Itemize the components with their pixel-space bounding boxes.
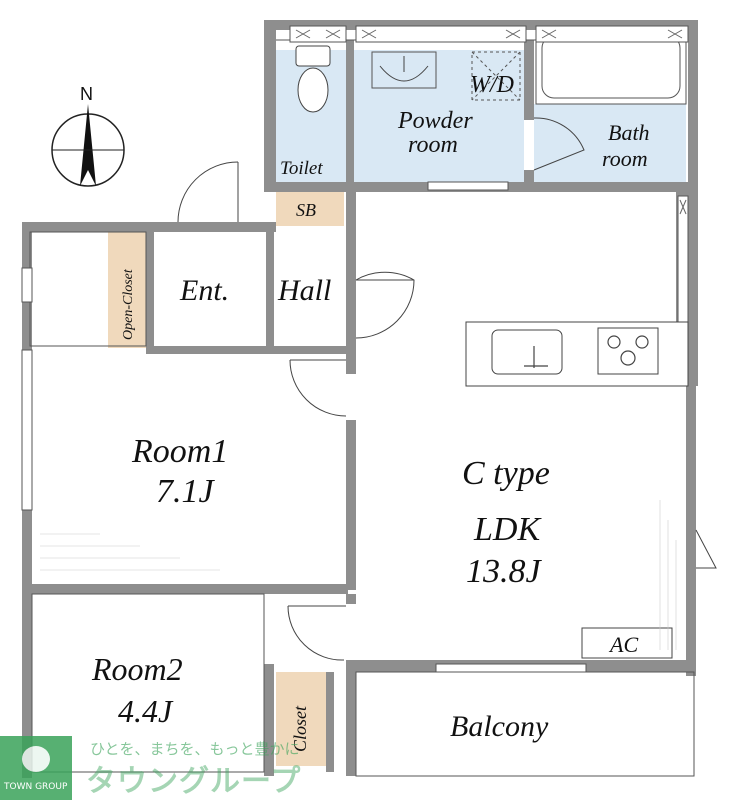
bath-label-2: room [602,146,648,171]
toilet-fixture [295,45,331,113]
powder-label-1: Powder [397,108,473,134]
sb-fill [276,192,344,226]
room2-size: 4.4J [118,693,174,729]
bath-label-1: Bath [608,120,650,145]
ac-label: AC [608,632,638,657]
wd-box [471,51,521,101]
ldk-name: LDK [473,511,542,548]
stove-burners [607,335,649,366]
watermark-brand: タウングループ [86,764,302,799]
closet-fill [276,672,326,766]
room2-name: Room2 [91,651,183,687]
sink-fixture [379,56,429,82]
sb-label: SB [296,200,316,220]
room1-name: Room1 [131,433,228,470]
north-label: N [80,84,93,104]
powder-label-2: room [408,132,458,158]
ac-box [581,627,673,659]
hall-label: Hall [277,274,331,307]
compass [51,104,125,187]
faucet [524,346,548,368]
doors [177,117,717,661]
wd-label: W/D [470,72,514,98]
closet-label: Closet [290,705,310,752]
room1-size: 7.1J [156,473,216,510]
floor-hatch [40,500,677,650]
bath-room-fill [534,104,686,182]
windows [21,25,689,673]
kitchen-counter [465,321,689,387]
watermark-tagline: ひとを、まちを、もっと豊かに [90,740,300,758]
watermark-logo: TOWN GROUP [0,736,72,800]
ldk-type: C type [462,455,550,492]
toilet-label: Toilet [280,158,323,179]
open-closet-label: Open-Closet [121,268,136,340]
ldk-size: 13.8J [466,553,543,590]
balcony-label: Balcony [450,710,549,743]
open-closet-fill [108,232,146,348]
watermark-logo-text: TOWN GROUP [4,782,68,792]
tree-icon [22,746,50,772]
entrance-label: Ent. [179,274,229,307]
powder-room-fill [354,50,524,182]
